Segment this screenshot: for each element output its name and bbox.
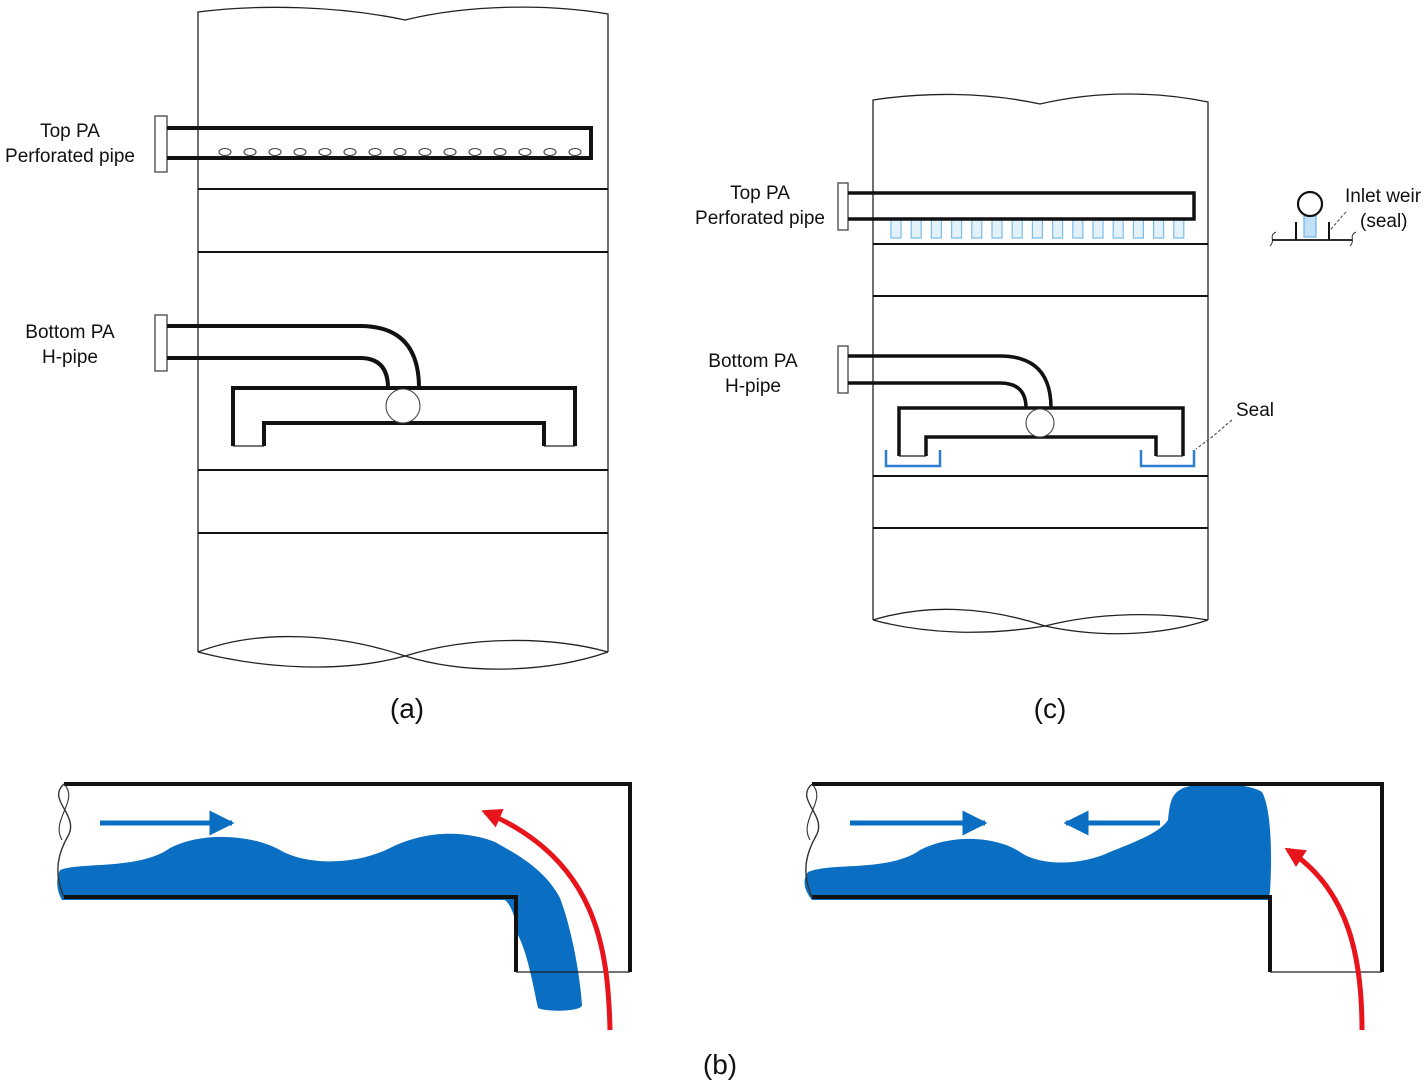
inlet-weir (991, 219, 1003, 239)
inlet-weir-label-line1: Inlet weir (1345, 186, 1422, 207)
inlet-weir-detail (1269, 190, 1357, 247)
inlet-weir (930, 219, 943, 239)
pipe-hole (443, 147, 457, 157)
tray-lines-a (198, 188, 608, 534)
panel-c: Top PA Perforated pipe Bottom PA H-pipe … (695, 93, 1422, 724)
inlet-weir (1152, 219, 1165, 239)
seal-pan-right (1139, 450, 1196, 468)
h-pipe-a (154, 314, 577, 447)
seal-label: Seal (1236, 400, 1274, 421)
pipe-hole (543, 147, 557, 157)
pipe-hole (418, 147, 432, 157)
seal-pointer (1195, 419, 1233, 450)
inlet-weirs-c (890, 219, 1185, 239)
inlet-weir (971, 219, 983, 239)
column-shell-a (197, 6, 609, 670)
downcomer-flowing (57, 782, 632, 1031)
inlet-weir-label-line2: (seal) (1360, 211, 1408, 232)
pipe-hole (218, 147, 232, 157)
inlet-weir (910, 219, 922, 239)
panel-a: Top PA Perforated pipe Bottom PA H-pipe … (5, 6, 609, 724)
downcomer-blocked (804, 782, 1384, 1031)
pipe-hole (243, 147, 257, 157)
pipe-hole (368, 147, 382, 157)
column-shell-c (872, 93, 1209, 635)
pipe-hole (568, 147, 582, 157)
pipe-hole (468, 147, 482, 157)
caption-c: (c) (1034, 693, 1067, 724)
inlet-weir (1051, 219, 1064, 239)
top-pa-label-c-line2: Perforated pipe (695, 208, 825, 229)
tray-lines-c (873, 243, 1208, 529)
top-pa-label-a-line2: Perforated pipe (5, 146, 135, 167)
caption-a: (a) (390, 693, 424, 724)
seal-pan-left (884, 450, 942, 468)
pipe-holes-a (218, 147, 582, 157)
inlet-weir (890, 219, 902, 239)
perforated-pipe-c (837, 182, 1196, 239)
h-pipe-c (837, 345, 1196, 468)
perforated-pipe-a (154, 115, 593, 173)
panel-b: (b) (57, 782, 1384, 1080)
inlet-weir (1031, 219, 1044, 239)
bottom-pa-label-c-line2: H-pipe (725, 376, 781, 397)
inlet-weir (1112, 219, 1124, 239)
inlet-weir (1072, 219, 1084, 239)
inlet-weir (1092, 219, 1104, 239)
bottom-pa-label-a-line1: Bottom PA (25, 322, 115, 343)
pipe-hole (318, 147, 332, 157)
inlet-weir (1132, 219, 1145, 239)
bottom-pa-label-a-line2: H-pipe (42, 347, 98, 368)
top-pa-label-c-line1: Top PA (730, 183, 790, 204)
bottom-pa-label-c-line1: Bottom PA (708, 351, 798, 372)
top-pa-label-a-line1: Top PA (40, 121, 100, 142)
inlet-weir (950, 219, 963, 239)
inlet-weir (1011, 219, 1023, 239)
pipe-hole (293, 147, 307, 157)
caption-b: (b) (703, 1049, 737, 1080)
pipe-hole (268, 147, 282, 157)
pipe-hole (493, 147, 507, 157)
pipe-hole (518, 147, 532, 157)
pipe-hole (343, 147, 357, 157)
pipe-hole (393, 147, 407, 157)
inlet-weir (1173, 219, 1185, 239)
